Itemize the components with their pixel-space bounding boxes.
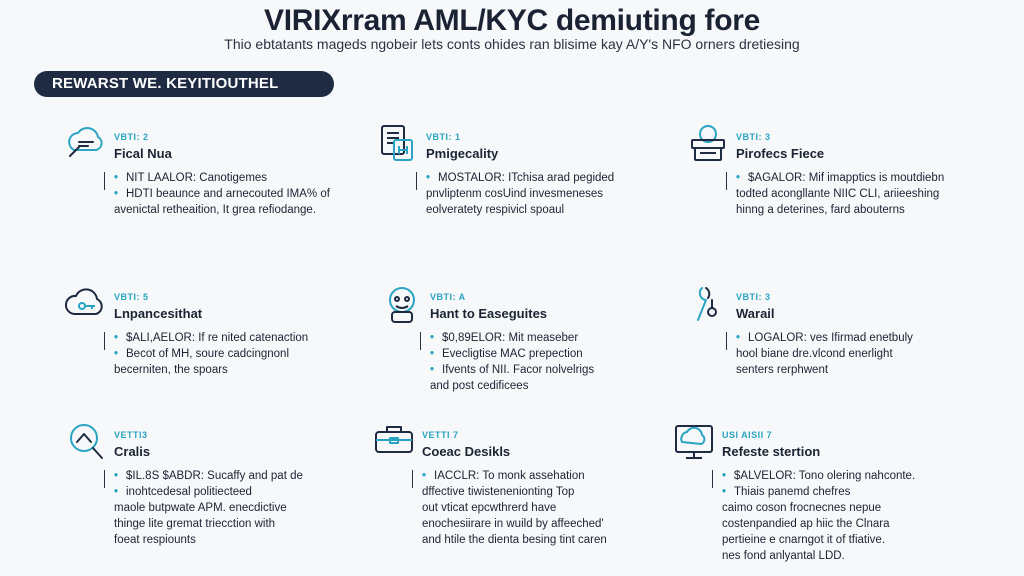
- step-label: VBTI: 3: [736, 292, 771, 302]
- server-network-icon: [672, 420, 716, 464]
- bullet-item: IACCLR: To monk assehation: [422, 468, 619, 484]
- bullet-continuation: enochesiirare in wuild by affeeched': [422, 518, 604, 530]
- bullet-continuation: costenpandied ap hiic the Clnara: [722, 518, 890, 530]
- step-label: VBTI: 3: [736, 132, 771, 142]
- bullet-list: $IL.8S $ABDR: Sucaffy and pat de inohtce…: [114, 468, 303, 548]
- divider-line: [104, 172, 105, 190]
- bullet-continuation: dffective tiwistenenionting Top: [422, 486, 575, 498]
- bullet-list: $ALVELOR: Tono olering nahconte. Thiais …: [722, 468, 915, 564]
- magnifier-icon: [64, 420, 108, 464]
- divider-line: [104, 332, 105, 350]
- step-name: Fical Nua: [114, 146, 172, 161]
- bullet-continuation: eolveratety respivicl spoaul: [426, 204, 565, 216]
- step-name: Pirofecs Fiece: [736, 146, 825, 161]
- bullet-continuation: pnvliptenm cosUind invesmeneses: [426, 188, 604, 200]
- bullet-continuation: foeat respiounts: [114, 534, 196, 546]
- divider-line: [712, 470, 713, 488]
- bullet-item: Thiais panemd chefres: [722, 484, 915, 500]
- robot-icon: [380, 282, 424, 326]
- step-name: Lnpancesithat: [114, 306, 203, 321]
- bullet-continuation: caimo coson frocnecnes nepue: [722, 502, 882, 514]
- bullet-item: NIT LAALOR: Canotigemes: [114, 170, 330, 186]
- bullet-continuation: todted acongllante NIIC CLI, ariieeshing: [736, 188, 940, 200]
- bullet-item: inohtcedesal politiecteed: [114, 484, 303, 500]
- bullet-item: $ALVELOR: Tono olering nahconte.: [722, 468, 915, 484]
- page-subtitle: Thio ebtatants mageds ngobeir lets conts…: [224, 36, 800, 52]
- document-icon: [376, 122, 420, 166]
- bullet-list: $ALI,AELOR: If re nited catenaction Beco…: [114, 330, 308, 378]
- divider-line: [416, 172, 417, 190]
- bullet-list: MOSTALOR: ITchisa arad pegided pnvlipten…: [426, 170, 615, 218]
- bullet-item: MOSTALOR: ITchisa arad pegided: [426, 170, 615, 186]
- bullet-continuation: maole butpwate APM. enecdictive: [114, 502, 287, 514]
- divider-line: [726, 172, 727, 190]
- section-banner: REWARST WE. KEYITIOUTHEL: [34, 71, 334, 97]
- bullet-item: Evecligtise MAC prepection: [430, 346, 594, 362]
- bullet-item: HDTI beaunce and arnecouted IMA% of: [114, 186, 330, 202]
- step-label: USI AISII 7: [722, 430, 773, 440]
- bullet-list: $0,89ELOR: Mit measeber Evecligtise MAC …: [430, 330, 594, 394]
- bullet-list: NIT LAALOR: Canotigemes HDTI beaunce and…: [114, 170, 330, 218]
- step-label: VETTI 7: [422, 430, 459, 440]
- bullet-continuation: out vticat epcwthrerd have: [422, 502, 557, 514]
- bullet-continuation: senters rerphwent: [736, 364, 829, 376]
- bullet-list: LOGALOR: ves Ifirmad enetbuly hool biane…: [736, 330, 913, 378]
- divider-line: [412, 470, 413, 488]
- step-label: VBTI: 2: [114, 132, 149, 142]
- page-title: VIRIXrram AML/KYC demiuting fore: [263, 4, 760, 37]
- wrench-icon: [686, 282, 730, 326]
- bullet-item: Becot of MH, soure cadcingnonl: [114, 346, 308, 362]
- step-label: VBTI: 5: [114, 292, 149, 302]
- step-name: Cralis: [114, 444, 151, 459]
- divider-line: [104, 470, 105, 488]
- briefcase-icon: [372, 420, 416, 464]
- cloud-chat-icon: [64, 122, 108, 166]
- step-name: Coeac Desikls: [422, 444, 511, 459]
- step-label: VETTI3: [114, 430, 148, 440]
- bullet-continuation: and post cedificees: [430, 380, 529, 392]
- divider-line: [420, 332, 421, 350]
- step-name: Refeste stertion: [722, 444, 821, 459]
- device-stack-icon: [686, 122, 730, 166]
- bullet-continuation: pertieine e cnarngot it of tfiative.: [722, 534, 886, 546]
- bullet-item: LOGALOR: ves Ifirmad enetbuly: [736, 330, 913, 346]
- bullet-continuation: becerniten, the spoars: [114, 364, 228, 376]
- bullet-item: $ALI,AELOR: If re nited catenaction: [114, 330, 308, 346]
- bullet-continuation: avenictal retheaition, It grea refiodang…: [114, 204, 317, 216]
- bullet-continuation: and htile the dienta besing tint caren: [422, 534, 607, 546]
- step-name: Pmigecality: [426, 146, 499, 161]
- bullet-list: $AGALOR: Mif imapptics is moutdiebn todt…: [736, 170, 951, 218]
- step-label: VBTI: 1: [426, 132, 461, 142]
- cloud-key-icon: [64, 282, 108, 326]
- step-name: Warail: [736, 306, 775, 321]
- step-name: Hant to Easeguites: [430, 306, 548, 321]
- bullet-continuation: nes fond anlyantal LDD.: [722, 550, 845, 562]
- bullet-item: $IL.8S $ABDR: Sucaffy and pat de: [114, 468, 303, 484]
- bullet-item: Ifvents of NII. Facor nolvelrigs: [430, 362, 594, 378]
- bullet-continuation: hinng a deterines, fard abouterns: [736, 204, 905, 216]
- bullet-list: IACCLR: To monk assehation dffective tiw…: [422, 468, 619, 548]
- divider-line: [726, 332, 727, 350]
- bullet-continuation: thinge lite gremat triecction with: [114, 518, 276, 530]
- bullet-item: $AGALOR: Mif imapptics is moutdiebn: [736, 170, 951, 186]
- step-label: VBTI: A: [430, 292, 466, 302]
- bullet-continuation: hool biane dre.vlcond enerlight: [736, 348, 893, 360]
- bullet-item: $0,89ELOR: Mit measeber: [430, 330, 594, 346]
